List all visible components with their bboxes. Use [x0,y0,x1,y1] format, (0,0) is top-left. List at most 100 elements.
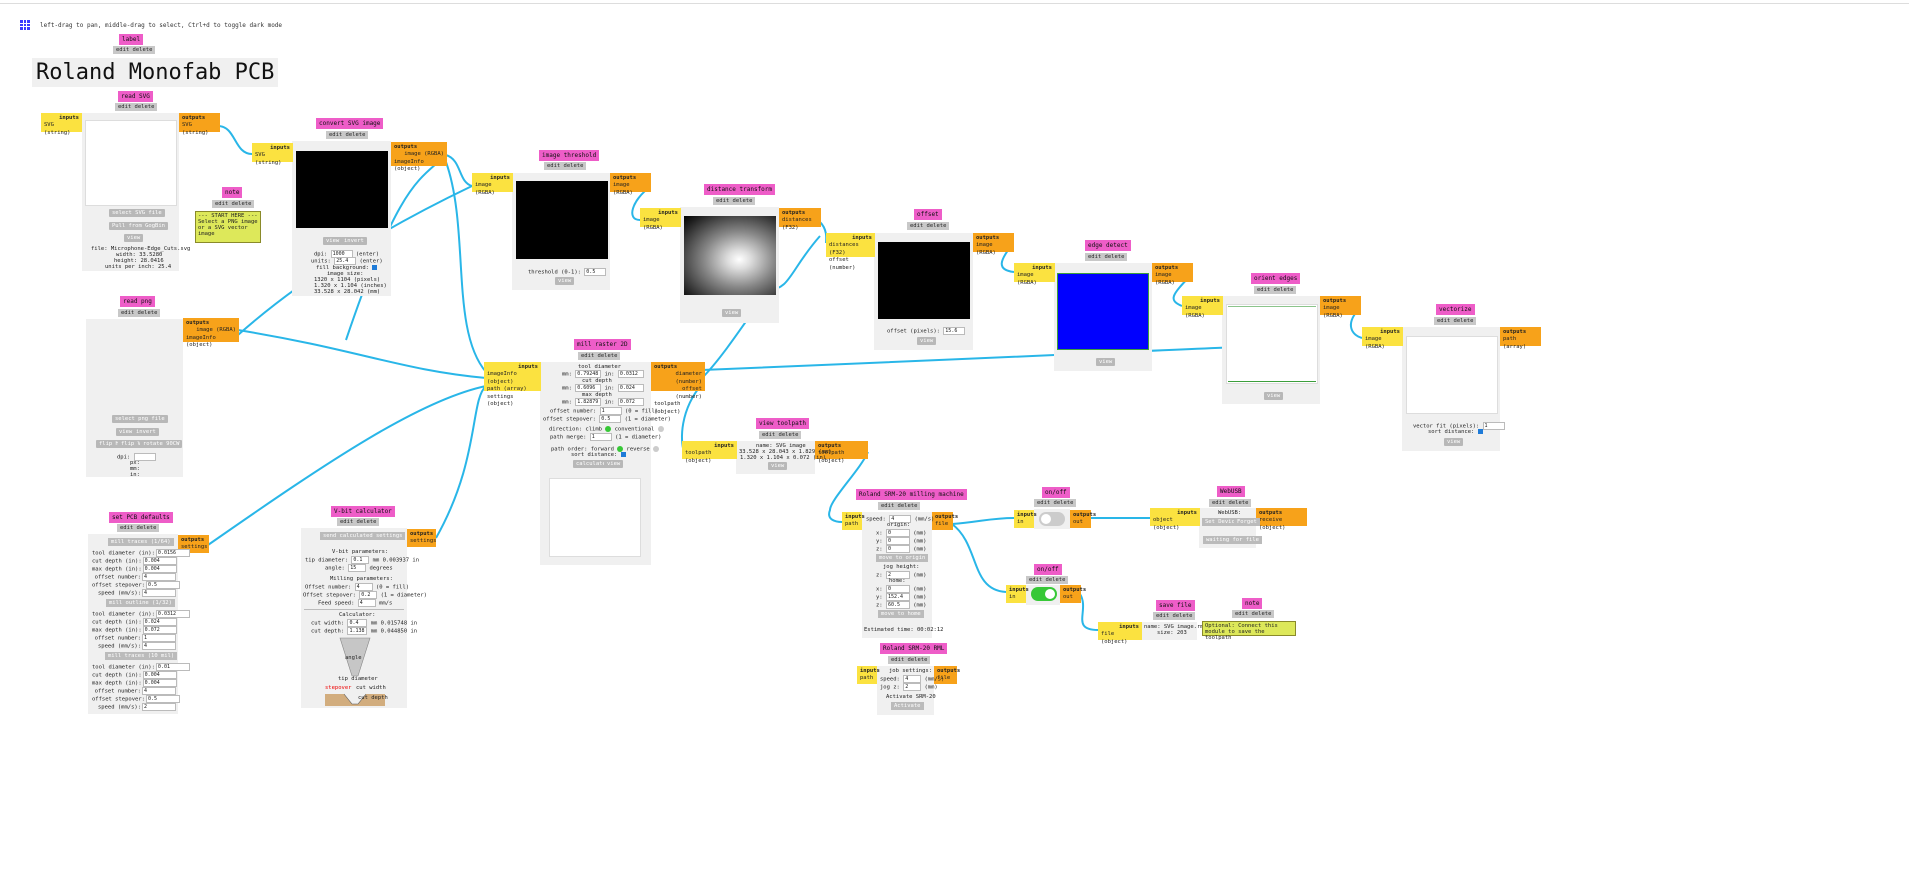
edit-delete-button[interactable]: edit delete [1085,253,1128,261]
vbit-title[interactable]: V-bit calculator [331,506,395,517]
pcb-setting-input[interactable]: 0.5 [145,581,180,589]
flip-h-button[interactable]: flip H [96,440,122,448]
mill-traces-10mil-button[interactable]: mill traces (10 mil) [105,652,178,660]
pcb-setting-input[interactable]: 0.0156 [155,549,190,557]
tool-diameter-mm-input[interactable]: 0.79248 [575,370,602,378]
edit-delete-button[interactable]: edit delete [1026,576,1069,584]
edit-delete-button[interactable]: edit delete [759,431,802,439]
edit-delete-button[interactable]: edit delete [337,518,380,526]
tip-diameter-input[interactable]: 0.1 [351,556,370,564]
pcb-setting-input[interactable]: 0.004 [142,671,177,679]
edit-delete-button[interactable]: edit delete [713,197,756,205]
edit-delete-button[interactable]: edit delete [907,222,950,230]
rotate-button[interactable]: rotate 90CW [140,440,183,448]
view-toolpath-title[interactable]: view toolpath [756,418,809,429]
edit-delete-button[interactable]: edit delete [1034,499,1077,507]
toggle-switch-on[interactable] [1031,587,1057,601]
pcb-setting-input[interactable]: 0.0312 [155,610,190,618]
home-x-input[interactable]: 0 [885,585,910,593]
select-png-file-button[interactable]: select png file [112,415,168,423]
feed-speed-input[interactable]: 4 [357,599,376,607]
mill-outline-32-button[interactable]: mill outline (1/32) [106,599,175,607]
read-png-title[interactable]: read png [120,296,155,307]
edit-delete-button[interactable]: edit delete [1434,317,1477,325]
cut-depth-in-input[interactable]: 0.024 [617,384,644,392]
move-to-home-button[interactable]: move to home [878,610,924,618]
pcb-setting-input[interactable]: 4 [142,642,176,650]
view-button[interactable]: view [1444,438,1464,446]
reverse-radio[interactable] [653,446,660,452]
pcb-setting-input[interactable]: 0.004 [142,557,177,565]
pull-from-gogbin-button[interactable]: Pull from GogBin [109,222,168,230]
view-button[interactable]: view [116,428,136,436]
pcb-setting-input[interactable]: 0.072 [142,626,177,634]
units-input[interactable]: 25.4 [334,257,357,265]
origin-y-input[interactable]: 0 [885,537,910,545]
threshold-input[interactable]: 0.5 [584,268,607,276]
srm20-rml-title[interactable]: Roland SRM-20 RML [880,643,948,654]
edit-delete-button[interactable]: edit delete [1153,612,1196,620]
fill-background-checkbox[interactable] [372,265,378,270]
edit-delete-button[interactable]: edit delete [578,352,621,360]
orient-edges-title[interactable]: orient edges [1251,273,1301,284]
vectorize-title[interactable]: vectorize [1436,304,1475,315]
cut-width-input[interactable]: 0.4 [347,619,368,627]
edge-detect-title[interactable]: edge detect [1085,240,1131,251]
vbit-cut-depth-input[interactable]: 1.138 [347,627,368,635]
edit-delete-button[interactable]: edit delete [326,131,369,139]
edit-delete-button[interactable]: edit delete [113,46,156,54]
optional-note[interactable]: Optional: Connect this module to save th… [1202,621,1296,641]
pcb-setting-input[interactable]: 0.5 [145,695,180,703]
pcb-setting-input[interactable]: 4 [142,687,176,695]
offset-pixels-input[interactable]: 15.6 [943,327,966,335]
conventional-radio[interactable] [657,426,664,432]
origin-z-input[interactable]: 0 [885,545,910,553]
offset-stepover-input[interactable]: 0.5 [599,415,622,423]
srm20-title[interactable]: Roland SRM-20 milling machine [856,489,967,500]
edit-delete-button[interactable]: edit delete [1232,610,1275,618]
forward-radio[interactable] [617,446,624,452]
flip-v-button[interactable]: flip V [118,440,144,448]
invert-button[interactable]: invert [133,428,159,436]
select-svg-file-button[interactable]: select SVG file [109,209,165,217]
toggle-switch-off[interactable] [1039,512,1065,526]
view-button[interactable]: view [722,309,742,317]
send-calculated-settings-button[interactable]: send calculated settings [320,532,406,540]
invert-button[interactable]: invert [341,237,367,245]
label-title[interactable]: label [119,34,144,45]
sort-distance-checkbox[interactable] [1477,429,1483,434]
forget-button[interactable]: Forget [1234,518,1260,526]
pcb-setting-input[interactable]: 0.004 [142,565,177,573]
pcb-defaults-title[interactable]: set PCB defaults [109,512,173,523]
offset-number-input[interactable]: 1 [599,407,622,415]
save-file-title[interactable]: save file [1156,600,1195,611]
offset-title[interactable]: offset [914,209,942,220]
edit-delete-button[interactable]: edit delete [118,309,161,317]
tool-diameter-in-input[interactable]: 0.0312 [617,370,644,378]
distance-transform-title[interactable]: distance transform [704,184,776,195]
view-button[interactable]: view [555,277,575,285]
pcb-setting-input[interactable]: 2 [142,703,176,711]
view-button[interactable]: view [604,460,624,468]
waiting-for-file-button[interactable]: waiting for file [1203,536,1262,544]
vbit-offset-number-input[interactable]: 4 [354,583,373,591]
